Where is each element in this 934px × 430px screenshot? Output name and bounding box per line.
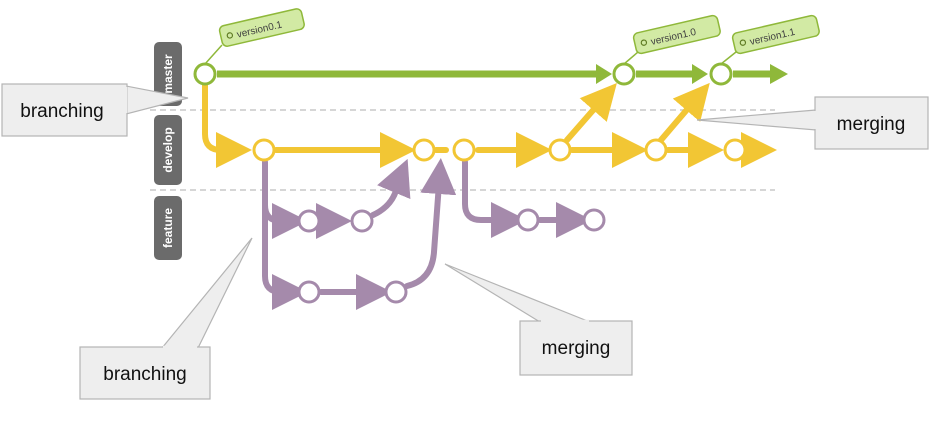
feature-commit-5 [516, 208, 540, 232]
tag-version1-0: version1.0 [623, 14, 721, 65]
lane-label-feature: feature [154, 196, 182, 260]
callout-branching-bottom: branching [79, 237, 253, 400]
feature-commit-1 [297, 209, 321, 233]
tag-hole-icon [226, 32, 234, 39]
develop-commit-4 [548, 138, 572, 162]
tag-version1-1: version1.1 [720, 14, 820, 65]
master-commit-3 [709, 62, 733, 86]
feature-commit-3 [297, 280, 321, 304]
lane-label-develop-text: develop [161, 127, 175, 172]
master-commit-2 [612, 62, 636, 86]
callout-branching-bottom-text: branching [103, 364, 186, 385]
feature-branches [262, 158, 592, 310]
commit-nodes [193, 62, 747, 304]
develop-merge-to-master-1 [564, 82, 617, 143]
master-arrow-1 [596, 64, 612, 84]
tag-hole-icon [739, 39, 747, 46]
develop-branch [202, 82, 777, 168]
tag-version0-1: version0.1 [204, 8, 305, 65]
master-arrow-2 [692, 64, 708, 84]
develop-merge-to-master-2 [658, 82, 710, 143]
callout-merging-right-text: merging [837, 114, 906, 135]
feature-commit-2 [350, 209, 374, 233]
callout-branching-top-text: branching [20, 101, 103, 122]
master-arrow-3 [770, 64, 788, 84]
lane-label-master-text: master [161, 54, 175, 94]
feature-branch-1 [262, 159, 308, 239]
feature-branch-2 [262, 202, 308, 310]
master-branch [217, 64, 788, 84]
feature-branch-3 [462, 159, 527, 238]
lane-label-master: master [154, 42, 182, 106]
callout-merging-right: merging [696, 96, 929, 150]
lane-label-feature-text: feature [161, 208, 175, 248]
develop-commit-6 [723, 138, 747, 162]
develop-commit-1 [252, 138, 276, 162]
callout-merging-bottom-text: merging [542, 338, 611, 359]
feature-commit-6 [582, 208, 606, 232]
callout-merging-bottom: merging [444, 263, 633, 376]
lane-label-develop: develop [154, 115, 182, 185]
master-commit-1 [193, 62, 217, 86]
feature-1-merge [370, 158, 411, 218]
develop-commit-2 [412, 138, 436, 162]
feature-2-merge [404, 158, 457, 289]
develop-branch-start [202, 82, 252, 168]
tag-hole-icon [640, 39, 648, 46]
feature-commit-4 [384, 280, 408, 304]
callout-branching-top: branching [1, 83, 189, 137]
develop-commit-3 [452, 138, 476, 162]
develop-commit-5 [644, 138, 668, 162]
